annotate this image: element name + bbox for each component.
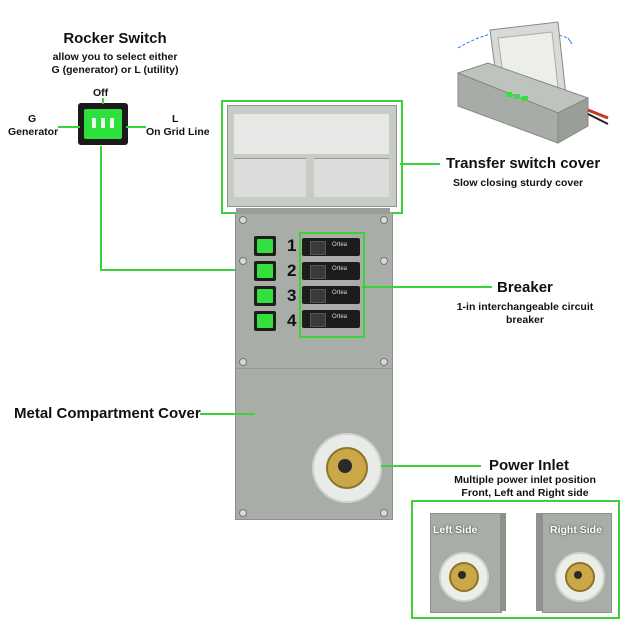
right-side-panel <box>542 513 612 613</box>
rocker-g-label: G <box>28 113 37 125</box>
rocker-switch-title: Rocker Switch <box>63 30 167 47</box>
circuit-number-1: 1 <box>287 236 297 255</box>
power-inlet-desc-line1: Multiple power inlet position <box>454 474 596 486</box>
breaker-desc-line2: breaker <box>506 314 544 326</box>
lid-hinge <box>236 208 390 214</box>
breaker-brand: Ortea <box>332 314 348 320</box>
breaker-brand: Ortea <box>332 290 348 296</box>
rocker-switch-desc-line1: allow you to select either <box>52 51 178 63</box>
circuit-breaker-2[interactable]: Ortea <box>302 262 360 280</box>
circuit-number-3: 3 <box>287 286 297 305</box>
rocker-off-label: Off <box>93 87 109 99</box>
side-inlet-highlight-box <box>411 500 620 619</box>
power-inlet-desc-line2: Front, Left and Right side <box>461 487 589 499</box>
rocker-switch-face <box>84 109 122 139</box>
rocker-l-label: L <box>172 113 179 125</box>
left-side-panel <box>430 513 502 613</box>
rocker-l-desc: On Grid Line <box>146 126 210 138</box>
breaker-highlight-box <box>299 232 365 338</box>
product-angle-thumbnail <box>448 18 613 148</box>
transfer-switch-lid <box>227 105 397 207</box>
rocker-switch-2[interactable] <box>254 261 276 281</box>
circuit-breaker-3[interactable]: Ortea <box>302 286 360 304</box>
power-inlet-pins <box>338 459 352 473</box>
breaker-brand: Ortea <box>332 242 348 248</box>
breaker-brand: Ortea <box>332 266 348 272</box>
circuit-number-4: 4 <box>287 311 297 330</box>
circuit-number-2: 2 <box>287 261 297 280</box>
circuit-breaker-4[interactable]: Ortea <box>302 310 360 328</box>
rocker-switch-3[interactable] <box>254 286 276 306</box>
left-side-label: Left Side <box>433 524 478 536</box>
power-inlet-title: Power Inlet <box>489 457 570 474</box>
rocker-switch-desc-line2: G (generator) or L (utility) <box>51 64 179 76</box>
rocker-switch-closeup <box>78 103 128 145</box>
compartment-title: Metal Compartment Cover <box>14 405 201 422</box>
right-side-label: Right Side <box>550 524 602 536</box>
cover-title: Transfer switch cover <box>446 155 601 172</box>
circuit-breaker-1[interactable]: Ortea <box>302 238 360 256</box>
cover-desc: Slow closing sturdy cover <box>453 177 584 189</box>
rocker-switch-4[interactable] <box>254 311 276 331</box>
rocker-g-desc: Generator <box>8 126 59 138</box>
rocker-switch-1[interactable] <box>254 236 276 256</box>
breaker-desc-line1: 1-in interchangeable circuit <box>456 301 594 313</box>
breaker-title: Breaker <box>497 279 553 296</box>
